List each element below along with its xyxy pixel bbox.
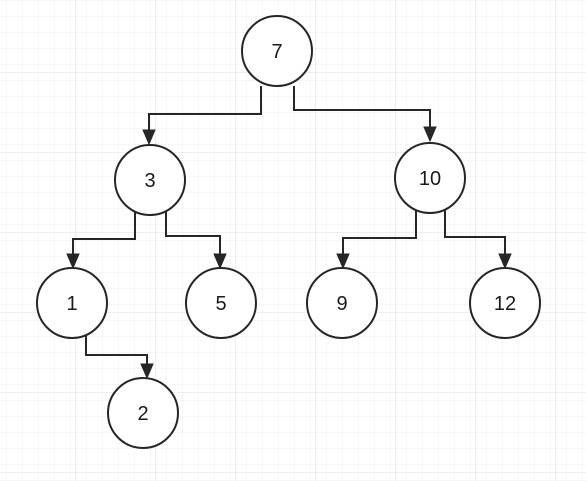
node-label: 1	[66, 293, 77, 315]
edge-1-to-2	[85, 334, 148, 364]
edge-7-to-3	[148, 86, 262, 130]
arrow-head-icon	[498, 253, 512, 270]
node-circle	[36, 267, 108, 339]
tree-node-1: 1	[36, 267, 108, 339]
tree-node-9: 9	[306, 267, 378, 339]
node-label: 2	[137, 403, 148, 425]
edge-7-to-10	[293, 86, 431, 127]
tree-node-3: 3	[114, 144, 186, 216]
arrow-head-icon	[142, 129, 156, 146]
tree-node-10: 10	[394, 142, 466, 214]
node-circle	[306, 267, 378, 339]
arrow-head-icon	[336, 253, 350, 270]
node-label: 9	[336, 293, 347, 315]
tree-node-12: 12	[469, 267, 541, 339]
node-circle	[394, 142, 466, 214]
tree-node-5: 5	[185, 267, 257, 339]
edge-3-to-1	[72, 210, 136, 254]
node-label: 5	[215, 293, 226, 315]
tree-node-2: 2	[107, 377, 179, 449]
edge-10-to-9	[342, 210, 417, 254]
arrow-head-icon	[213, 253, 227, 270]
arrow-head-icon	[66, 253, 80, 270]
node-circle	[469, 267, 541, 339]
arrow-head-icon	[423, 126, 437, 143]
nodes-layer: 7 3 10 1 5 9 12 2	[36, 15, 541, 449]
node-label: 10	[419, 168, 441, 190]
edges-layer	[66, 86, 512, 380]
edge-3-to-5	[165, 210, 221, 254]
node-circle	[185, 267, 257, 339]
arrow-head-icon	[140, 363, 154, 380]
edge-10-to-12	[444, 210, 506, 254]
tree-node-7: 7	[241, 15, 313, 87]
node-circle	[107, 377, 179, 449]
node-circle	[114, 144, 186, 216]
node-label: 12	[494, 293, 516, 315]
node-label: 7	[271, 41, 282, 63]
node-label: 3	[144, 170, 155, 192]
node-circle	[241, 15, 313, 87]
